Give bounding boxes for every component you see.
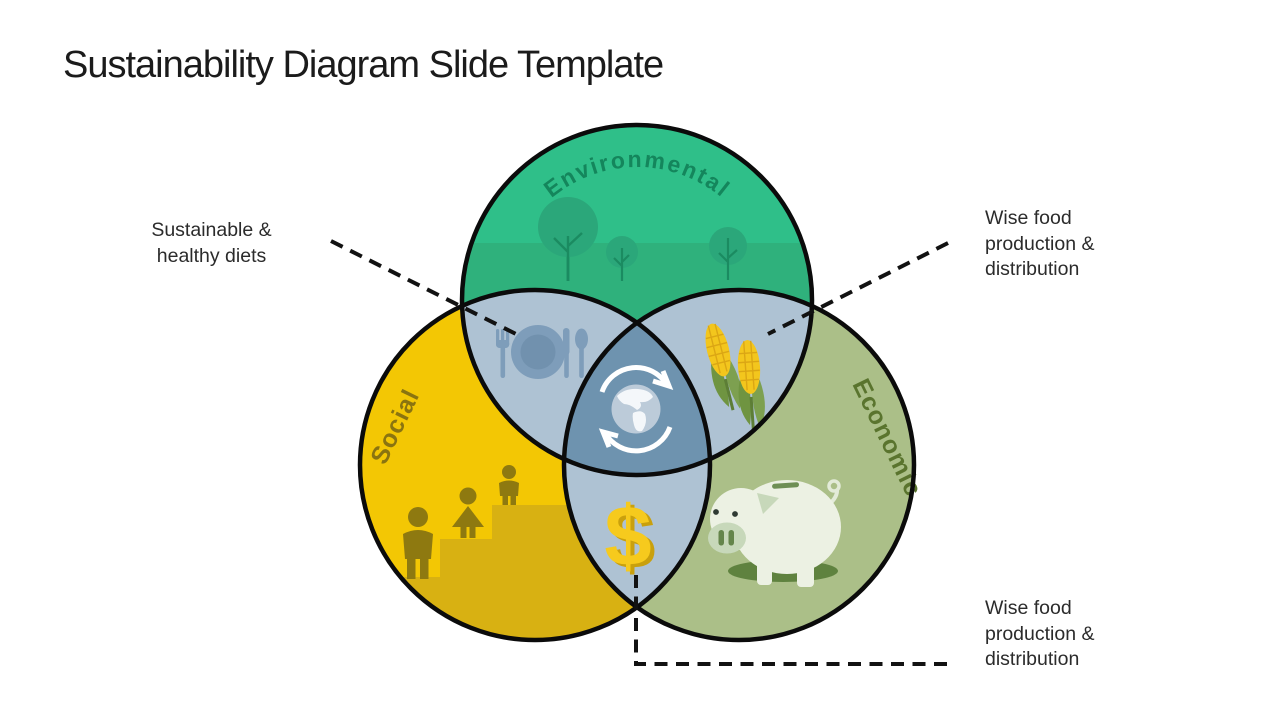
trees-icon <box>538 197 747 281</box>
people-on-steps-icon <box>403 465 519 579</box>
environmental-outline <box>459 122 815 478</box>
callout-left: Sustainable & healthy diets <box>124 218 299 269</box>
callout-right-bottom-line: distribution <box>985 648 1080 670</box>
callout-right-top: Wise food production & distribution <box>985 206 1095 283</box>
dollar-icon: $ $ <box>604 489 655 587</box>
svg-text:$: $ <box>608 492 655 587</box>
plate-cutlery-icon <box>496 325 588 379</box>
callout-right-bottom-line: production & <box>985 622 1095 645</box>
piggy-bank-icon <box>708 479 841 587</box>
callout-right-top-line: Wise food <box>985 207 1072 229</box>
economic-outline <box>561 287 917 643</box>
callout-left-line: Sustainable & <box>151 219 272 241</box>
callout-line-left <box>330 239 517 336</box>
callout-left-line: healthy diets <box>156 244 267 267</box>
callout-right-bottom: Wise food production & distribution <box>985 596 1095 673</box>
callout-right-top-line: production & <box>985 232 1095 255</box>
center-triple-overlap <box>564 290 710 475</box>
page-title: Sustainability Diagram Slide Template <box>63 44 664 86</box>
globe-recycle-icon <box>598 365 674 454</box>
callout-line-right-top <box>767 241 949 336</box>
svg-text:$: $ <box>604 489 651 584</box>
callout-line-bottom <box>634 575 948 666</box>
callout-right-top-line: distribution <box>985 258 1080 280</box>
callout-right-bottom-line: Wise food <box>985 597 1072 619</box>
social-outline <box>357 287 713 643</box>
